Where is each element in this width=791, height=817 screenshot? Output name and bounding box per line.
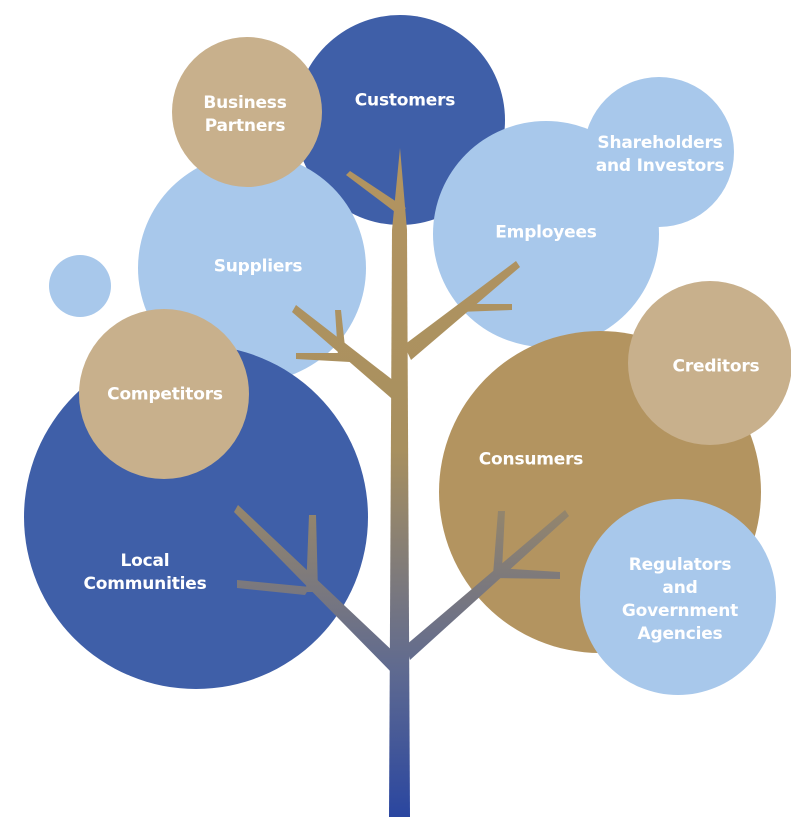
label-local-communities: Local Communities bbox=[83, 551, 207, 594]
label-regulators: Regulators and Government Agencies bbox=[621, 555, 739, 644]
circle-small-dot bbox=[49, 255, 111, 317]
circle-shareholders bbox=[584, 77, 734, 227]
label-customers: Customers bbox=[354, 90, 456, 111]
circle-competitors bbox=[79, 309, 249, 479]
tree-trunk bbox=[234, 148, 569, 817]
label-creditors: Creditors bbox=[672, 356, 760, 377]
circle-business-partners bbox=[172, 37, 322, 187]
label-competitors: Competitors bbox=[107, 384, 223, 405]
circle-creditors bbox=[628, 281, 791, 445]
circle-regulators bbox=[580, 499, 776, 695]
label-shareholders: Shareholders and Investors bbox=[595, 133, 725, 176]
label-employees: Employees bbox=[495, 222, 597, 243]
label-business-partners: Business Partners bbox=[203, 93, 287, 136]
label-suppliers: Suppliers bbox=[213, 256, 303, 277]
label-consumers: Consumers bbox=[478, 449, 584, 470]
